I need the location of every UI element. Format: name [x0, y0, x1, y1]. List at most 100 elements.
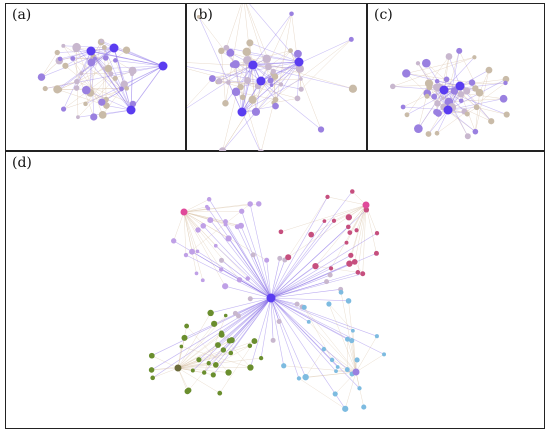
graph-edge: [270, 274, 331, 299]
graph-edge: [228, 82, 272, 86]
graph-node: [326, 301, 332, 307]
network-graph-c: [390, 47, 510, 140]
graph-node: [256, 201, 262, 207]
graph-edge: [270, 196, 328, 299]
graph-edge: [354, 204, 367, 262]
graph-edge: [115, 60, 164, 67]
graph-node: [200, 278, 205, 283]
graph-node: [42, 86, 48, 92]
graph-node: [355, 270, 361, 275]
graph-edge: [177, 367, 188, 392]
graph-node: [329, 357, 335, 363]
graph-edge: [177, 340, 230, 369]
graph-node: [439, 85, 449, 95]
graph-node: [87, 58, 96, 67]
graph-node: [219, 147, 227, 152]
graph-node: [225, 369, 232, 376]
graph-node: [179, 344, 184, 349]
graph-node: [269, 83, 274, 87]
panel-label-c: (c): [374, 7, 393, 23]
graph-edge: [177, 340, 255, 369]
graph-node: [327, 272, 333, 278]
graph-node: [443, 76, 450, 83]
graph-edge: [76, 47, 103, 115]
graph-node: [266, 293, 276, 303]
graph-edge: [288, 204, 367, 258]
graph-node: [458, 98, 464, 104]
graph-edge: [270, 259, 286, 299]
graph-edge: [266, 260, 272, 299]
graph-edge: [270, 297, 338, 368]
graph-edge: [57, 50, 92, 53]
graph-edge: [177, 334, 222, 369]
network-graph-d: [148, 189, 387, 412]
graph-node: [285, 254, 292, 261]
graph-edge: [110, 65, 164, 75]
graph-node: [158, 61, 168, 71]
graph-edge: [241, 64, 254, 113]
graph-node: [475, 88, 484, 97]
graph-edge: [228, 82, 243, 113]
graph-edge: [181, 346, 251, 368]
graph-node: [332, 391, 338, 397]
graph-node: [101, 44, 107, 50]
graph-node: [296, 376, 302, 381]
graph-edge: [270, 191, 353, 299]
graph-edge: [270, 297, 349, 302]
graph-node: [434, 100, 441, 107]
graph-edge: [447, 98, 504, 111]
graph-node: [219, 330, 224, 336]
graph-node: [294, 49, 302, 58]
graph-edge: [418, 93, 428, 129]
graph-edge: [60, 57, 106, 60]
graph-edge: [226, 47, 300, 63]
graph-node: [425, 131, 432, 137]
graph-node: [90, 113, 98, 121]
graph-node: [485, 66, 493, 74]
graph-edge: [183, 211, 226, 287]
graph-edge: [183, 211, 240, 280]
graph-edge: [260, 80, 322, 130]
graph-edge: [173, 211, 185, 241]
graph-node: [250, 252, 256, 258]
graph-node: [108, 71, 114, 77]
graph-edge: [426, 62, 477, 108]
graph-node: [488, 118, 495, 125]
graph-edge: [403, 89, 439, 108]
graph-edge: [219, 60, 248, 82]
graph-edge: [124, 65, 164, 85]
graph-edge: [275, 13, 292, 107]
graph-node: [445, 53, 453, 60]
graph-node: [180, 208, 188, 216]
graph-node: [226, 337, 233, 344]
graph-edge: [270, 297, 352, 341]
graph-node: [278, 82, 284, 87]
graph-edge: [65, 65, 107, 100]
graph-node: [239, 94, 246, 101]
graph-edge: [183, 211, 229, 239]
graph-edge: [60, 50, 92, 60]
graph-edge: [273, 98, 298, 104]
graph-edge: [63, 45, 92, 63]
graph-edge: [177, 323, 215, 369]
graph-node: [119, 86, 124, 92]
graph-edge: [76, 81, 134, 105]
graph-node: [228, 350, 234, 356]
graph-edge: [270, 297, 378, 337]
graph-edge: [270, 268, 332, 299]
graph-node: [348, 252, 354, 258]
graph-edge: [177, 367, 189, 391]
graph-edge: [355, 354, 385, 373]
graph-edge: [475, 70, 490, 132]
graph-node: [503, 80, 508, 86]
graph-edge: [270, 297, 337, 372]
graph-node: [251, 338, 258, 344]
graph-edge: [41, 52, 58, 78]
graph-node: [196, 15, 201, 19]
graph-node: [215, 342, 221, 348]
graph-edge: [197, 251, 272, 299]
graph-node: [79, 71, 84, 76]
graph-node: [349, 338, 355, 344]
graph-node: [457, 90, 465, 98]
graph-node: [109, 43, 119, 53]
